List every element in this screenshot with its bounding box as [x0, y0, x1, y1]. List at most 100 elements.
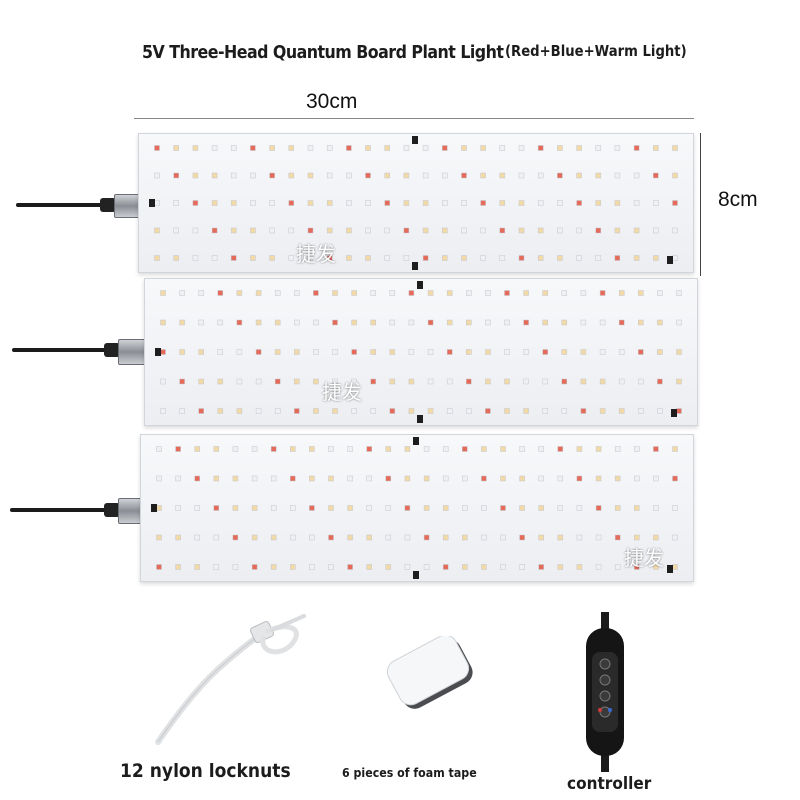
led-chip	[365, 227, 371, 234]
led-chip	[481, 564, 487, 570]
led-chip	[499, 255, 506, 261]
led-chip	[657, 319, 663, 326]
led-chip	[255, 319, 262, 326]
led-chip	[634, 446, 640, 452]
led-chip	[274, 349, 281, 355]
led-chip	[638, 378, 644, 385]
led-chip	[156, 475, 162, 482]
led-chip	[557, 145, 563, 151]
led-chip	[160, 408, 166, 414]
led-chip	[485, 319, 491, 326]
led-chip	[175, 564, 181, 570]
led-chip	[389, 378, 396, 385]
led-chip	[346, 172, 352, 179]
led-chip	[217, 319, 224, 326]
led-chip	[423, 446, 430, 452]
led-chip	[307, 255, 314, 261]
led-chip	[614, 172, 621, 179]
led-chip	[481, 534, 487, 541]
led-chip	[676, 319, 682, 326]
led-chip	[427, 349, 434, 355]
led-chip	[365, 172, 371, 179]
led-chip	[580, 290, 587, 296]
led-chip	[638, 290, 644, 296]
led-chip	[217, 290, 224, 296]
led-chip	[307, 145, 314, 151]
led-chip	[255, 408, 262, 414]
led-chip	[462, 534, 468, 541]
led-chip	[576, 172, 582, 179]
led-chip	[634, 505, 640, 511]
smd-component	[412, 262, 418, 270]
led-chip	[251, 505, 258, 511]
led-chip	[250, 227, 256, 234]
led-chip	[427, 408, 434, 414]
led-chip	[347, 446, 353, 452]
led-chip	[403, 255, 410, 261]
led-board-1	[138, 133, 694, 273]
led-chip	[580, 378, 587, 385]
led-chip	[403, 200, 410, 206]
led-chip	[192, 227, 199, 234]
led-chip	[230, 172, 237, 179]
led-chip	[179, 319, 185, 326]
led-chip	[194, 446, 200, 452]
led-chip	[154, 200, 160, 206]
led-chip	[385, 564, 392, 570]
led-chip	[576, 227, 582, 234]
smd-component	[155, 348, 161, 356]
led-chip	[504, 290, 510, 296]
led-chip	[192, 172, 199, 179]
led-chip	[538, 475, 544, 482]
led-chip	[427, 378, 434, 385]
smd-component	[149, 199, 155, 207]
led-chip	[236, 378, 243, 385]
led-chip	[576, 564, 583, 570]
led-chip	[500, 564, 506, 570]
nylon-cable-tie-image	[155, 614, 306, 745]
led-chip	[580, 319, 587, 326]
led-chip	[442, 227, 448, 234]
led-chip	[313, 408, 319, 414]
led-chip	[595, 227, 602, 234]
led-chip	[194, 564, 200, 570]
led-chip	[499, 227, 506, 234]
led-chip	[211, 145, 218, 151]
led-chip	[653, 200, 659, 206]
led-chip	[290, 475, 296, 482]
led-chip	[499, 172, 506, 179]
led-chip	[288, 255, 295, 261]
led-chip	[653, 172, 659, 179]
led-chip	[326, 145, 333, 151]
led-chip	[269, 200, 275, 206]
led-chip	[461, 255, 467, 261]
led-chip	[634, 564, 640, 570]
led-chip	[557, 446, 564, 452]
led-chip	[542, 349, 548, 355]
led-chip	[404, 475, 411, 482]
led-chip	[462, 505, 468, 511]
led-chip	[634, 534, 640, 541]
led-chip	[500, 475, 506, 482]
led-chip	[173, 227, 179, 234]
led-chip	[499, 145, 506, 151]
led-chip	[672, 534, 678, 541]
led-chip	[446, 290, 453, 296]
led-chip	[599, 290, 606, 296]
led-chip	[481, 446, 487, 452]
led-chip	[561, 319, 568, 326]
led-chip	[657, 378, 663, 385]
led-chip	[423, 564, 430, 570]
led-chip	[561, 349, 568, 355]
led-chip	[576, 200, 582, 206]
led-chip	[542, 408, 548, 414]
smd-component	[667, 256, 673, 264]
led-chip	[542, 378, 548, 385]
nylon-ties-label: 12 nylon locknuts	[120, 760, 291, 782]
width-dimension-line	[134, 118, 694, 119]
led-chip	[500, 505, 506, 511]
led-chip	[294, 290, 300, 296]
led-chip	[462, 475, 468, 482]
led-chip	[351, 408, 357, 414]
led-chip	[672, 564, 678, 570]
